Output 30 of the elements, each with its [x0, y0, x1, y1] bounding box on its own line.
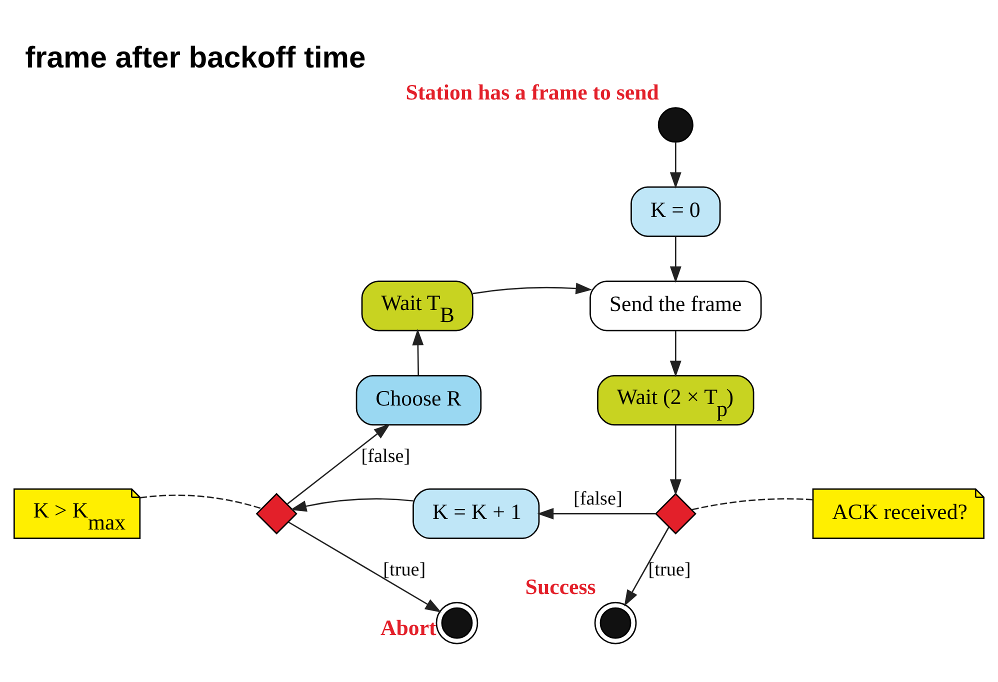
node-label: Station has a frame to send	[406, 80, 659, 104]
node-box: Choose R	[356, 374, 482, 426]
diagram-title: frame after backoff time	[25, 41, 366, 74]
node-label: Abort	[380, 616, 436, 640]
node-box: K = K + 1	[412, 488, 540, 538]
node-circle	[658, 106, 694, 142]
arrow	[412, 328, 424, 375]
arrow	[537, 507, 656, 519]
edge-label: [true]	[648, 558, 691, 580]
arrow	[287, 423, 390, 504]
arrow	[290, 498, 414, 512]
edge-label: [false]	[573, 488, 622, 509]
arrow	[670, 142, 682, 188]
arrow	[288, 520, 442, 612]
arrow	[472, 282, 592, 294]
connector	[692, 498, 813, 510]
node-label: Success	[525, 574, 596, 599]
node-box: K = 0	[630, 186, 721, 236]
node-circle	[436, 601, 478, 644]
node-diamond	[654, 492, 696, 534]
arrow	[670, 424, 682, 496]
node-diamond	[256, 492, 298, 534]
arrow	[624, 526, 670, 606]
connector	[140, 494, 262, 509]
arrow	[670, 236, 682, 282]
node-box: Send the frame	[590, 280, 762, 331]
edge-label: [true]	[383, 558, 426, 580]
node-circle	[594, 601, 637, 644]
arrow	[670, 330, 682, 377]
edge-label: [false]	[361, 446, 410, 467]
